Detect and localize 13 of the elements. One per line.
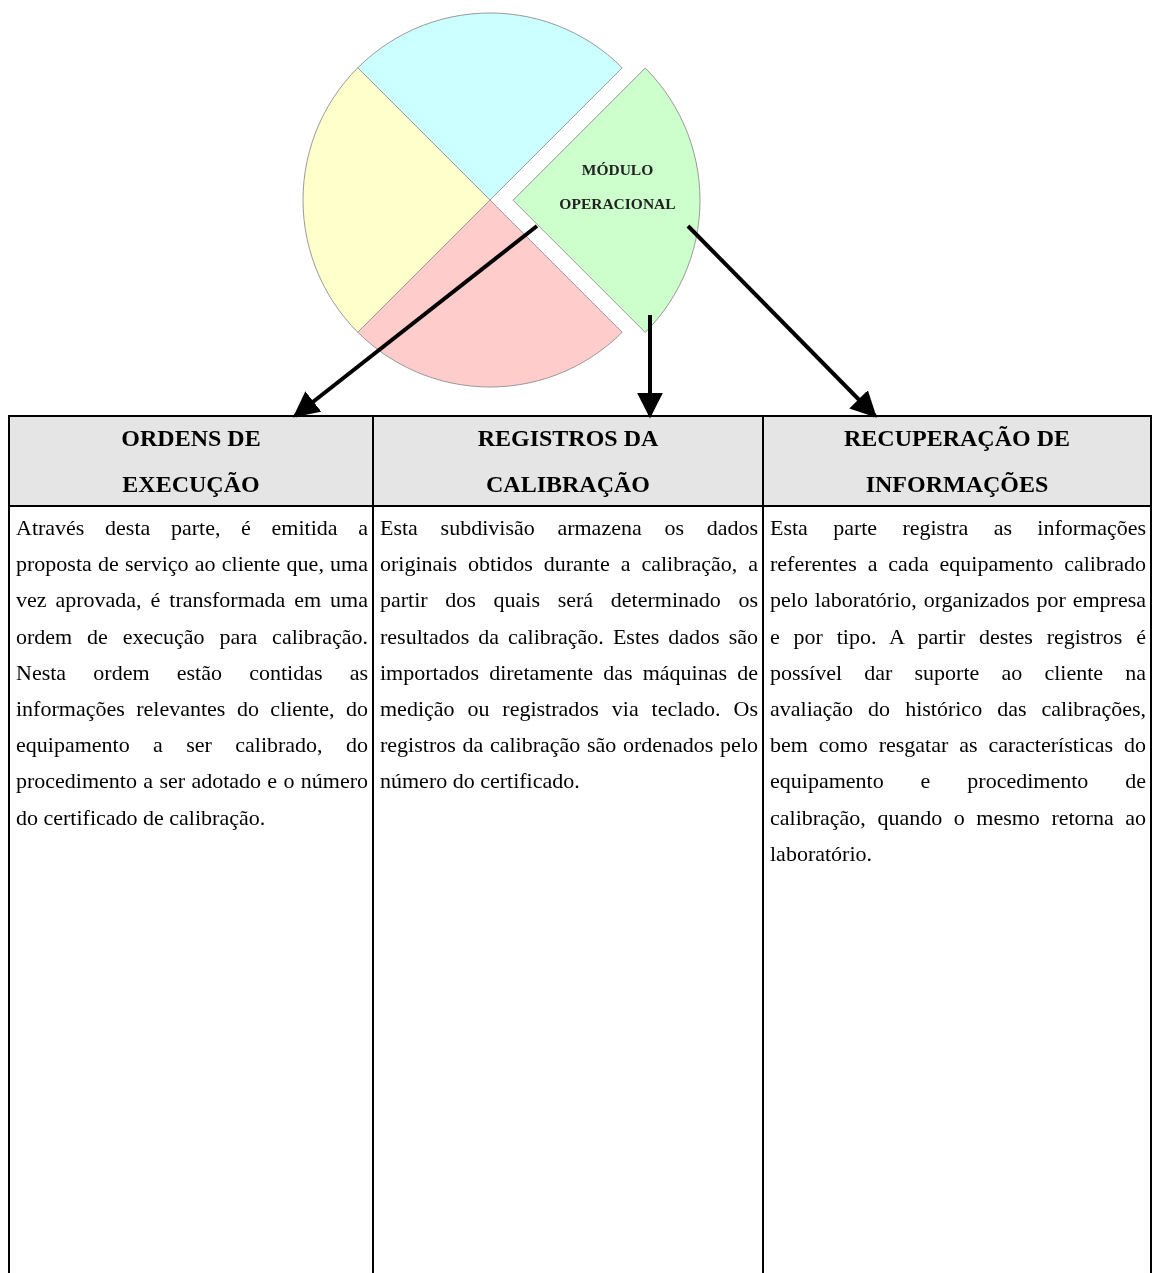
column-heading: ORDENS DE EXECUÇÃO xyxy=(120,424,262,499)
description-text: Esta parte registra as informações referentes a cada equipamento calibrado pelo laboratório, organizados por empresa e por tipo. A partir destes registros é possível dar suporte ao cliente na avaliação do histórico das calibrações, bem como resgatar as características do equipamento e procedimento de calibração, quando o mesmo retorna ao laboratório. xyxy=(770,514,1146,868)
slice-label: MÓDULO OPERACIONAL xyxy=(558,160,677,214)
description-text: Através desta parte, é emitida a proposta de serviço ao cliente que, uma vez aprovada, é transformada em uma ordem de execução para calibração. Nesta ordem estão contidas as informações relevantes do cliente, do equipamento a ser calibrado, do procedimento a ser adotado e o número do certificado de calibração. xyxy=(16,514,368,832)
arrow xyxy=(292,224,539,418)
arrow xyxy=(637,315,663,419)
arrow xyxy=(686,224,877,418)
column-heading: REGISTROS DA CALIBRAÇÃO xyxy=(476,424,660,499)
header-cell xyxy=(372,415,764,507)
header-cell xyxy=(8,415,374,507)
header-cell xyxy=(762,415,1152,507)
description-text: Esta subdivisão armazena os dados originais obtidos durante a calibração, a partir dos quais será determinado os resultados da calibração. Estes dados são importados diretamente das máquinas de medição ou registrados via teclado. Os registros da calibração são ordenados pelo número do certificado. xyxy=(380,514,758,796)
column-heading: RECUPERAÇÃO DE INFORMAÇÕES xyxy=(843,424,1071,499)
